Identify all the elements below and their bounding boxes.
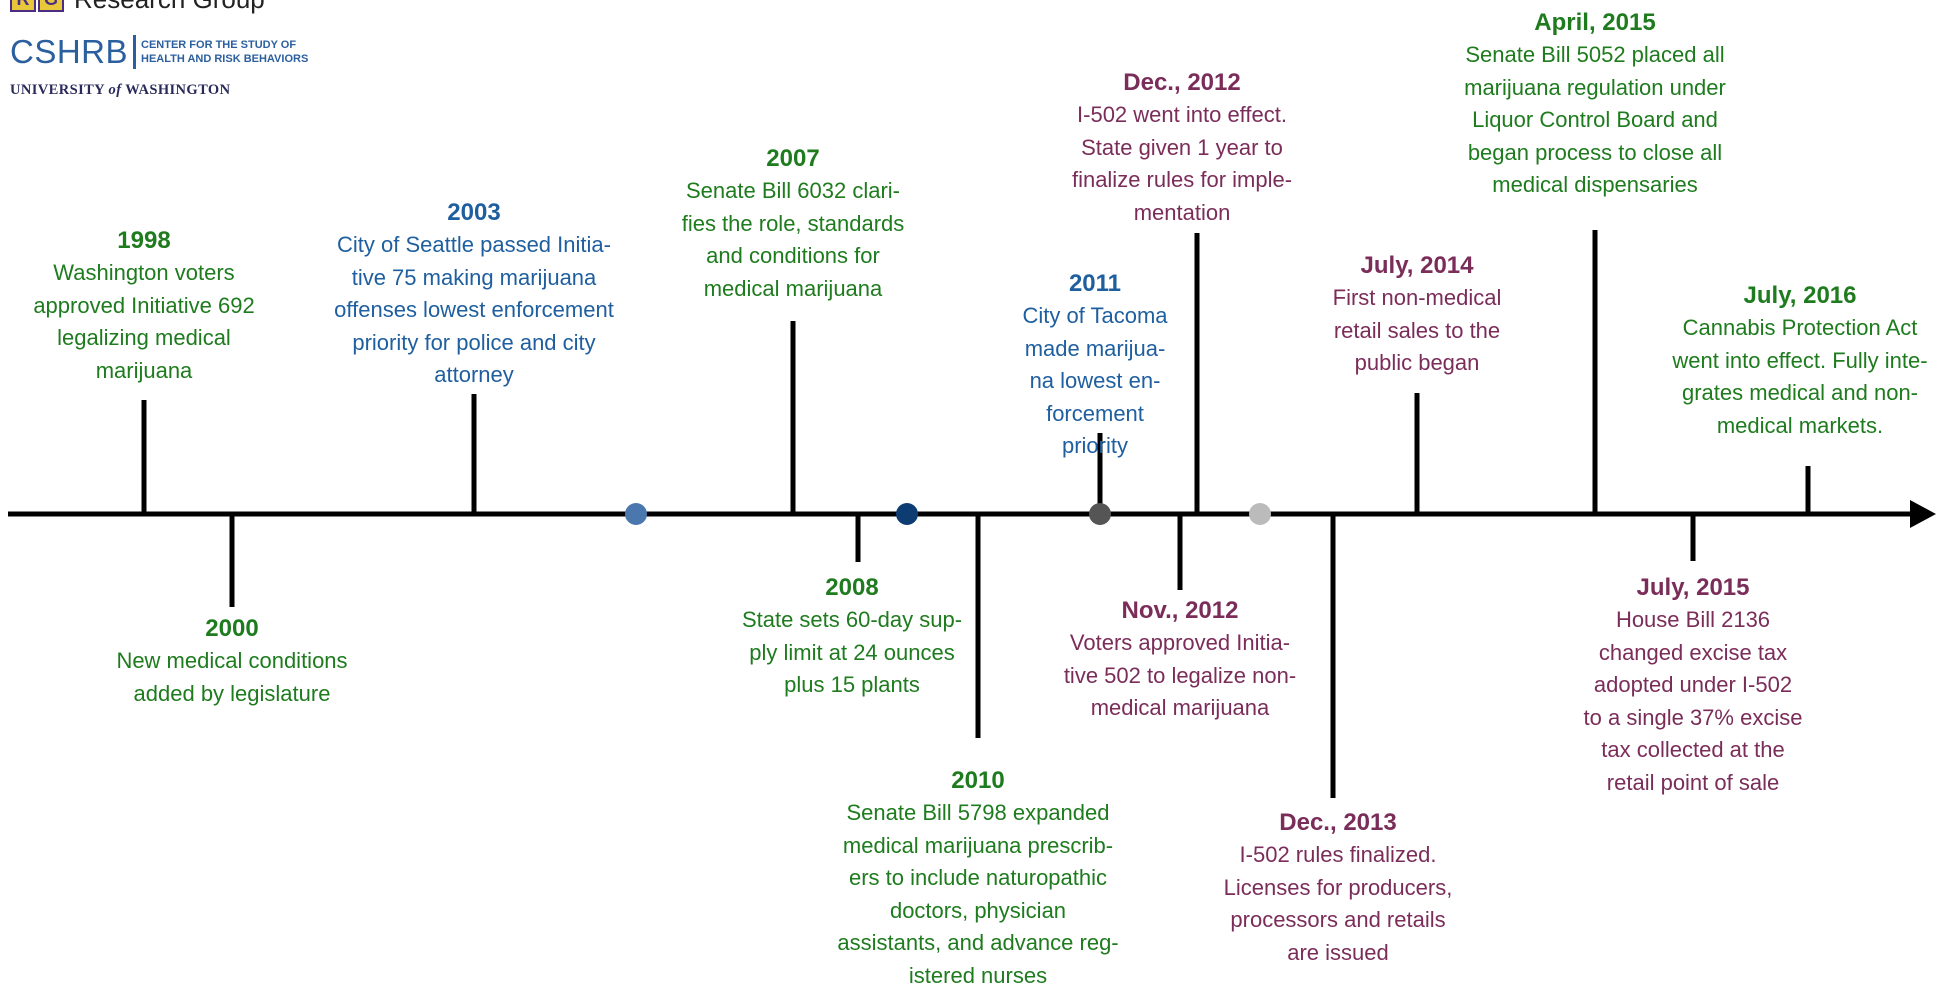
- event-dec-2013: Dec., 2013 I-502 rules finalized. Licens…: [1188, 806, 1488, 969]
- event-date: July, 2015: [1543, 571, 1843, 604]
- event-nov-2012: Nov., 2012 Voters approved Initia- tive …: [1030, 594, 1330, 725]
- event-line: are issued: [1188, 937, 1488, 970]
- event-line: Licenses for producers,: [1188, 872, 1488, 905]
- event-line: fies the role, standards: [643, 208, 943, 241]
- event-line: finalize rules for imple-: [1032, 164, 1332, 197]
- event-2003: 2003 City of Seattle passed Initia- tive…: [304, 196, 644, 392]
- event-line: forcement: [995, 398, 1195, 431]
- event-line: doctors, physician: [808, 895, 1148, 928]
- timeline-dot-light-blue: [625, 503, 647, 525]
- event-line: City of Tacoma: [995, 300, 1195, 333]
- event-line: Liquor Control Board and: [1420, 104, 1770, 137]
- event-line: and conditions for: [643, 240, 943, 273]
- timeline-dot-navy: [896, 503, 918, 525]
- event-line: mentation: [1032, 197, 1332, 230]
- timeline-dot-gray: [1089, 503, 1111, 525]
- event-line: made marijua-: [995, 333, 1195, 366]
- event-date: 2008: [712, 571, 992, 604]
- event-line: City of Seattle passed Initia-: [304, 229, 644, 262]
- event-line: tive 75 making marijuana: [304, 262, 644, 295]
- event-line: ers to include naturopathic: [808, 862, 1148, 895]
- event-line: I-502 went into effect.: [1032, 99, 1332, 132]
- event-line: ply limit at 24 ounces: [712, 637, 992, 670]
- event-line: to a single 37% excise: [1543, 702, 1843, 735]
- event-line: retail point of sale: [1543, 767, 1843, 800]
- event-line: legalizing medical: [4, 322, 284, 355]
- event-line: Senate Bill 6032 clari-: [643, 175, 943, 208]
- event-date: April, 2015: [1420, 6, 1770, 39]
- event-line: Senate Bill 5052 placed all: [1420, 39, 1770, 72]
- event-line: I-502 rules finalized.: [1188, 839, 1488, 872]
- event-line: marijuana regulation under: [1420, 72, 1770, 105]
- event-line: attorney: [304, 359, 644, 392]
- event-line: went into effect. Fully inte-: [1650, 345, 1950, 378]
- event-date: Nov., 2012: [1030, 594, 1330, 627]
- event-line: priority for police and city: [304, 327, 644, 360]
- event-line: public began: [1272, 347, 1562, 380]
- event-line: New medical conditions: [82, 645, 382, 678]
- event-line: Cannabis Protection Act: [1650, 312, 1950, 345]
- event-2007: 2007 Senate Bill 6032 clari- fies the ro…: [643, 142, 943, 305]
- event-line: marijuana: [4, 355, 284, 388]
- event-line: medical marijuana: [1030, 692, 1330, 725]
- event-line: First non-medical: [1272, 282, 1562, 315]
- event-april-2015: April, 2015 Senate Bill 5052 placed all …: [1420, 6, 1770, 202]
- event-line: offenses lowest enforcement: [304, 294, 644, 327]
- event-july-2016: July, 2016 Cannabis Protection Act went …: [1650, 279, 1950, 442]
- event-date: July, 2016: [1650, 279, 1950, 312]
- event-line: approved Initiative 692: [4, 290, 284, 323]
- event-date: 2010: [808, 764, 1148, 797]
- event-line: adopted under I-502: [1543, 669, 1843, 702]
- event-date: Dec., 2012: [1032, 66, 1332, 99]
- event-line: changed excise tax: [1543, 637, 1843, 670]
- event-line: medical marijuana prescrib-: [808, 830, 1148, 863]
- event-line: processors and retails: [1188, 904, 1488, 937]
- timeline-arrowhead: [1910, 500, 1936, 528]
- event-date: 2011: [995, 267, 1195, 300]
- event-line: priority: [995, 430, 1195, 463]
- event-line: plus 15 plants: [712, 669, 992, 702]
- event-date: Dec., 2013: [1188, 806, 1488, 839]
- event-line: retail sales to the: [1272, 315, 1562, 348]
- event-date: 2003: [304, 196, 644, 229]
- event-date: 1998: [4, 224, 284, 257]
- event-1998: 1998 Washington voters approved Initiati…: [4, 224, 284, 387]
- event-line: medical marijuana: [643, 273, 943, 306]
- event-date: 2000: [82, 612, 382, 645]
- event-line: State given 1 year to: [1032, 132, 1332, 165]
- event-date: July, 2014: [1272, 249, 1562, 282]
- event-line: Voters approved Initia-: [1030, 627, 1330, 660]
- event-line: Senate Bill 5798 expanded: [808, 797, 1148, 830]
- event-line: Washington voters: [4, 257, 284, 290]
- event-2008: 2008 State sets 60-day sup- ply limit at…: [712, 571, 992, 702]
- event-2000: 2000 New medical conditions added by leg…: [82, 612, 382, 710]
- event-date: 2007: [643, 142, 943, 175]
- event-line: istered nurses: [808, 960, 1148, 992]
- event-dec-2012: Dec., 2012 I-502 went into effect. State…: [1032, 66, 1332, 229]
- event-2011: 2011 City of Tacoma made marijua- na low…: [995, 267, 1195, 463]
- event-line: assistants, and advance reg-: [808, 927, 1148, 960]
- event-line: tax collected at the: [1543, 734, 1843, 767]
- event-july-2015: July, 2015 House Bill 2136 changed excis…: [1543, 571, 1843, 799]
- event-line: grates medical and non-: [1650, 377, 1950, 410]
- event-line: medical markets.: [1650, 410, 1950, 443]
- event-line: State sets 60-day sup-: [712, 604, 992, 637]
- event-july-2014: July, 2014 First non-medical retail sale…: [1272, 249, 1562, 380]
- event-line: na lowest en-: [995, 365, 1195, 398]
- event-line: began process to close all: [1420, 137, 1770, 170]
- event-line: added by legislature: [82, 678, 382, 711]
- event-line: tive 502 to legalize non-: [1030, 660, 1330, 693]
- event-line: medical dispensaries: [1420, 169, 1770, 202]
- timeline-dot-light-gray: [1249, 503, 1271, 525]
- event-line: House Bill 2136: [1543, 604, 1843, 637]
- event-2010: 2010 Senate Bill 5798 expanded medical m…: [808, 764, 1148, 992]
